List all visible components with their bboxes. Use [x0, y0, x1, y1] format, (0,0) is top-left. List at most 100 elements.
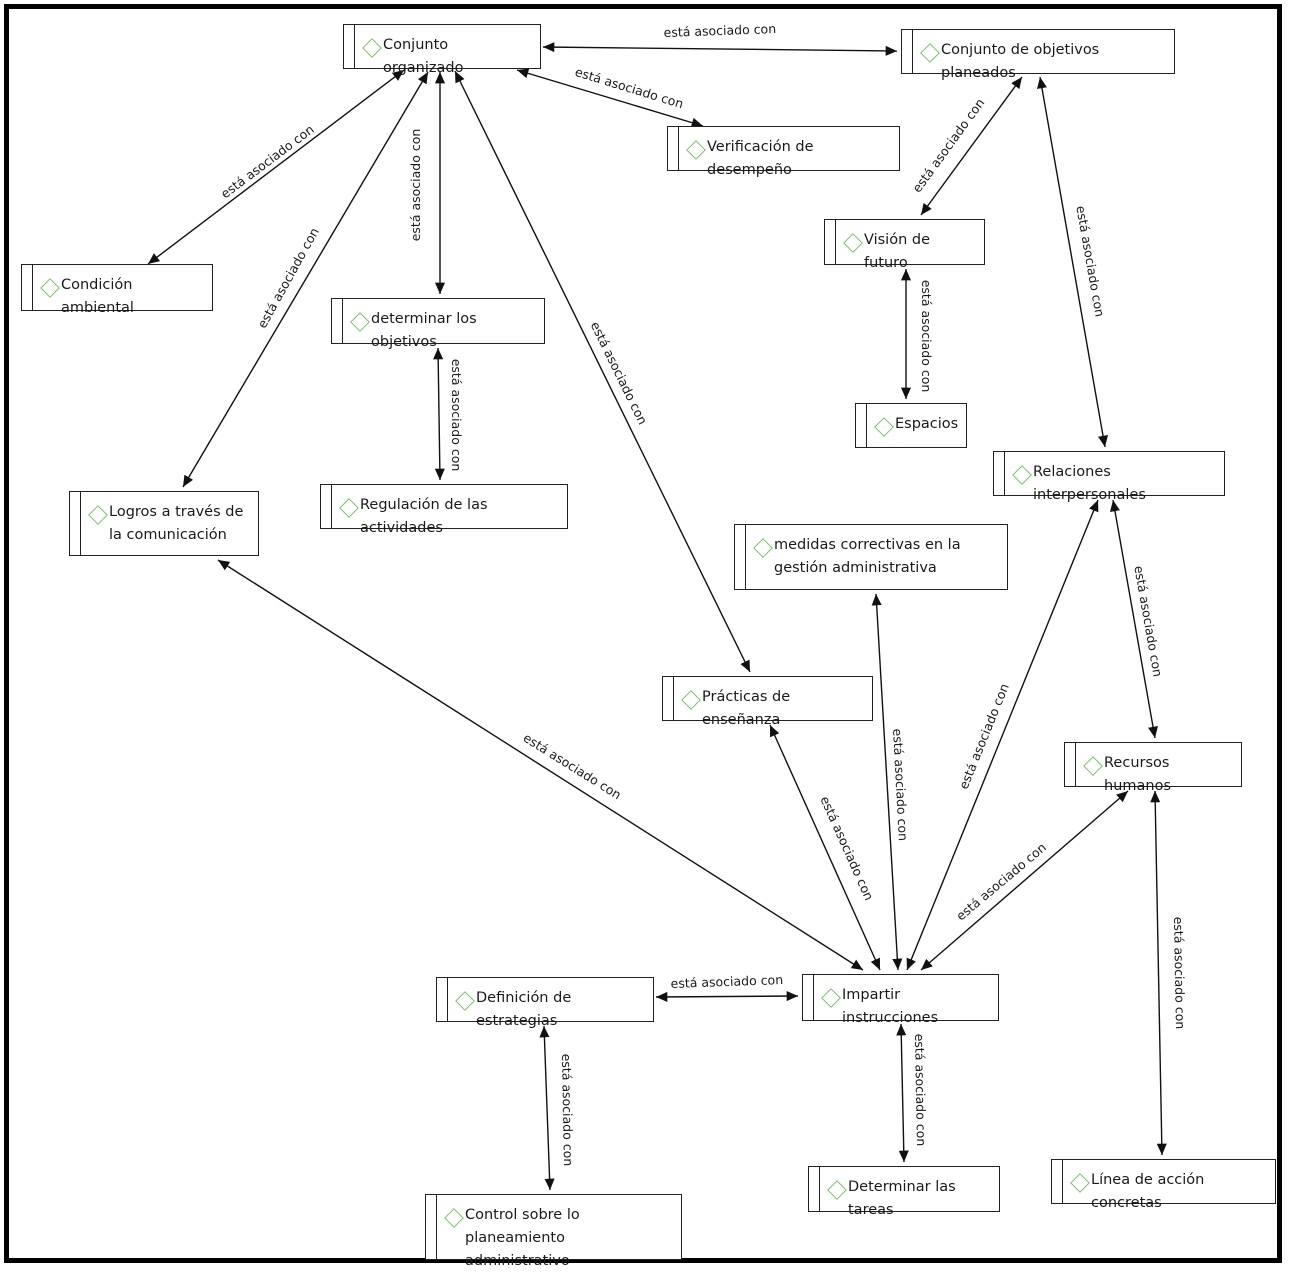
node-impartir[interactable]: Impartir instrucciones [802, 974, 999, 1026]
edge-label: está asociado con [1131, 564, 1165, 677]
node-side-bar [866, 404, 867, 447]
edge-label: está asociado con [449, 359, 464, 472]
edge-recursos-impartir [920, 790, 1129, 971]
diamond-icon [821, 988, 841, 1008]
edge-label: está asociado con [912, 1034, 929, 1147]
node-side-bar [1004, 452, 1005, 495]
node-definicion[interactable]: Definición de estrategias [436, 977, 654, 1029]
node-side-bar [835, 220, 836, 264]
node-label: determinar los objetivos [371, 311, 477, 350]
node-relaciones[interactable]: Relaciones interpersonales [993, 451, 1225, 503]
node-regulacion[interactable]: Regulación de las actividades [320, 484, 568, 536]
node-label: Determinar las tareas [848, 1179, 956, 1218]
node-label: Línea de acción concretas [1091, 1172, 1205, 1211]
node-label: Definición de estrategias [476, 990, 572, 1029]
diamond-icon [681, 690, 701, 710]
edge-label: está asociado con [817, 794, 876, 903]
node-side-bar [745, 525, 746, 589]
edge-medidas-impartir [871, 593, 903, 971]
node-side-bar [32, 265, 33, 310]
diamond-icon [874, 417, 894, 437]
edge-objplan-vision [920, 76, 1023, 216]
node-side-bar [331, 485, 332, 528]
edge-definicion-control [539, 1025, 555, 1191]
node-label: Logros a través de la comunicación [109, 504, 244, 543]
node-side-bar [1062, 1160, 1063, 1203]
node-side-bar [819, 1167, 820, 1211]
diamond-icon [455, 991, 475, 1011]
edge-label: está asociado con [1171, 917, 1188, 1030]
node-medidas[interactable]: medidas correctivas en la gestión admini… [734, 524, 1008, 590]
edge-label: está asociado con [663, 21, 776, 40]
node-side-bar [673, 677, 674, 720]
node-label: Conjunto de objetivos planeados [941, 42, 1100, 81]
diamond-icon [362, 38, 382, 58]
edge-relaciones-recursos [1110, 499, 1158, 739]
node-practicas[interactable]: Prácticas de enseñanza [662, 676, 873, 728]
edge-determinar-regulacion [433, 347, 445, 481]
node-vision[interactable]: Visión de futuro [824, 219, 985, 271]
node-side-bar [342, 299, 343, 343]
node-label: Control sobre lo planeamiento administra… [465, 1207, 580, 1269]
diamond-icon [1070, 1173, 1090, 1193]
node-side-bar [912, 30, 913, 73]
diamond-icon [827, 1180, 847, 1200]
diamond-icon [686, 140, 706, 160]
edge-conjunto-objplan [542, 42, 898, 56]
node-label: Impartir instrucciones [842, 987, 939, 1026]
diamond-icon [339, 498, 359, 518]
node-objplan[interactable]: Conjunto de objetivos planeados [901, 29, 1175, 81]
node-side-bar [678, 127, 679, 170]
diamond-icon [1012, 465, 1032, 485]
edge-impartir-determinartareas [896, 1023, 909, 1163]
diamond-icon [1083, 756, 1103, 776]
edge-label: está asociado con [521, 730, 624, 802]
node-side-bar [813, 975, 814, 1020]
node-control[interactable]: Control sobre lo planeamiento administra… [425, 1194, 682, 1269]
node-conjunto[interactable]: Conjunto organizado [343, 24, 541, 76]
diamond-icon [444, 1208, 464, 1228]
node-label: Condición ambiental [61, 277, 134, 316]
node-recursos[interactable]: Recursos humanos [1064, 742, 1242, 794]
node-label: medidas correctivas en la gestión admini… [774, 537, 961, 576]
edge-label: está asociado con [588, 319, 651, 427]
node-side-bar [1075, 743, 1076, 786]
edge-label: está asociado con [956, 681, 1012, 791]
diamond-icon [350, 312, 370, 332]
node-linea[interactable]: Línea de acción concretas [1051, 1159, 1276, 1211]
node-label: Visión de futuro [864, 232, 931, 271]
edge-label: está asociado con [1073, 204, 1107, 317]
node-label: Relaciones interpersonales [1033, 464, 1146, 503]
edge-label: está asociado con [890, 728, 911, 841]
edge-label: está asociado con [919, 280, 934, 393]
edge-label: está asociado con [670, 972, 783, 991]
node-verif[interactable]: Verificación de desempeño [667, 126, 900, 178]
diamond-icon [753, 538, 773, 558]
diamond-icon [40, 278, 60, 298]
node-condicion[interactable]: Condición ambiental [21, 264, 213, 316]
edge-recursos-linea [1150, 790, 1167, 1156]
edge-label: está asociado con [559, 1054, 576, 1167]
diamond-icon [843, 233, 863, 253]
edge-conjunto-condicion [147, 69, 405, 265]
node-side-bar [80, 492, 81, 555]
edge-label: está asociado con [254, 225, 322, 331]
node-label: Prácticas de enseñanza [702, 689, 791, 728]
node-label: Recursos humanos [1104, 755, 1172, 794]
node-espacios[interactable]: Espacios [855, 403, 967, 448]
node-label: Verificación de desempeño [707, 139, 814, 178]
edge-logros-impartir [217, 559, 864, 971]
node-label: Espacios [895, 416, 959, 432]
node-determinar[interactable]: determinar los objetivos [331, 298, 545, 350]
node-determinartareas[interactable]: Determinar las tareas [808, 1166, 1000, 1218]
edge-label: está asociado con [218, 122, 317, 202]
edge-label: está asociado con [408, 129, 423, 242]
edge-objplan-relaciones [1036, 76, 1109, 448]
node-logros[interactable]: Logros a través de la comunicación [69, 491, 259, 556]
node-label: Conjunto organizado [383, 37, 464, 76]
edge-label: está asociado con [953, 840, 1049, 924]
edge-practicas-impartir [769, 724, 881, 971]
node-side-bar [447, 978, 448, 1021]
diamond-icon [920, 43, 940, 63]
